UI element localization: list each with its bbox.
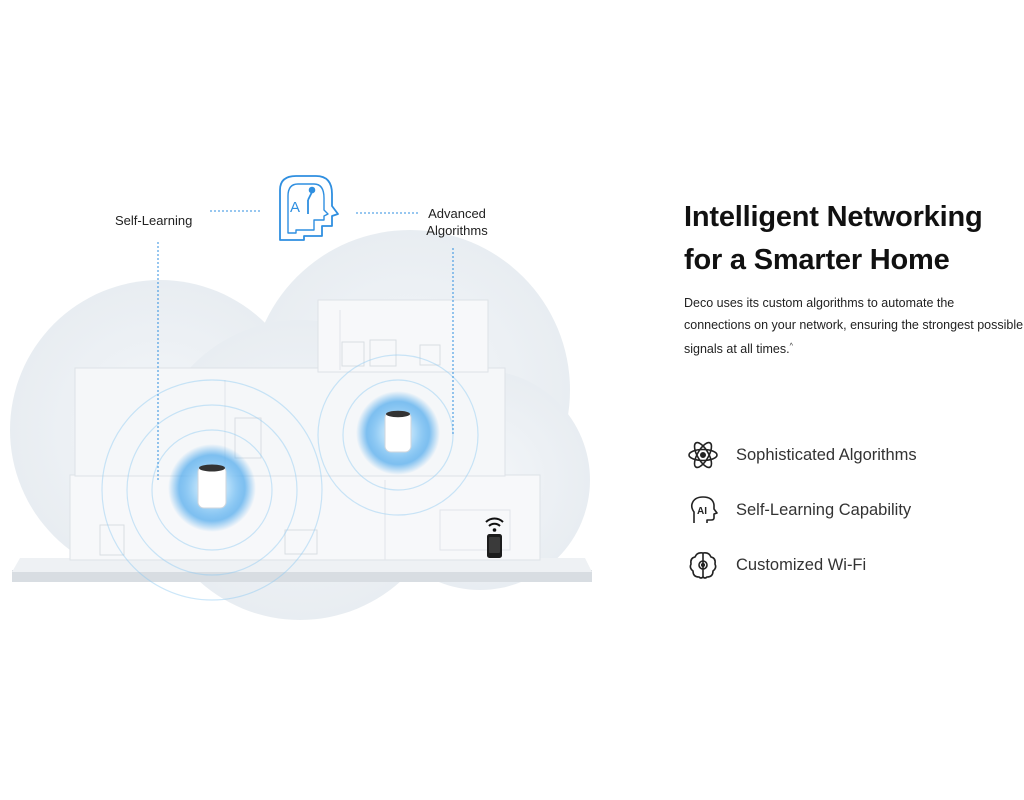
feature-item: Sophisticated Algorithms <box>686 437 1006 473</box>
atom-icon <box>686 438 720 472</box>
svg-text:A: A <box>290 199 300 216</box>
callout-advanced-algorithms: Advanced Algorithms <box>419 205 495 239</box>
feature-label: Self-Learning Capability <box>736 500 912 519</box>
callout-line-1: Advanced <box>428 206 486 221</box>
smartphone-wifi-icon <box>485 517 504 558</box>
deco-router-icon <box>356 391 440 475</box>
title-line-2: for a Smarter Home <box>684 244 950 276</box>
callout-line-2: Algorithms <box>426 223 488 238</box>
svg-text:AI: AI <box>697 506 707 517</box>
deco-router-icon <box>168 444 256 532</box>
feature-item: Customized Wi-Fi <box>686 547 1006 583</box>
callout-lines <box>157 210 454 480</box>
callout-self-learning: Self-Learning <box>115 213 193 228</box>
ai-head-icon: A <box>279 175 339 241</box>
house-cutaway <box>12 299 592 601</box>
footnote-mark: ^ <box>789 343 793 350</box>
brain-gear-icon <box>686 548 720 582</box>
page-title: Intelligent Networking for a Smarter Hom… <box>684 196 1024 282</box>
feature-item: AI Self-Learning Capability <box>686 492 1006 528</box>
feature-label: Customized Wi-Fi <box>736 555 867 574</box>
feature-list: Sophisticated Algorithms AI Self-Learnin… <box>686 437 1006 602</box>
description: Deco uses its custom algorithms to autom… <box>684 292 1024 360</box>
description-text: Deco uses its custom algorithms to autom… <box>684 296 1024 357</box>
home-network-illustration: A <box>0 150 620 630</box>
feature-label: Sophisticated Algorithms <box>736 445 917 464</box>
ai-head-icon: AI <box>686 493 720 527</box>
title-line-1: Intelligent Networking <box>684 201 983 233</box>
